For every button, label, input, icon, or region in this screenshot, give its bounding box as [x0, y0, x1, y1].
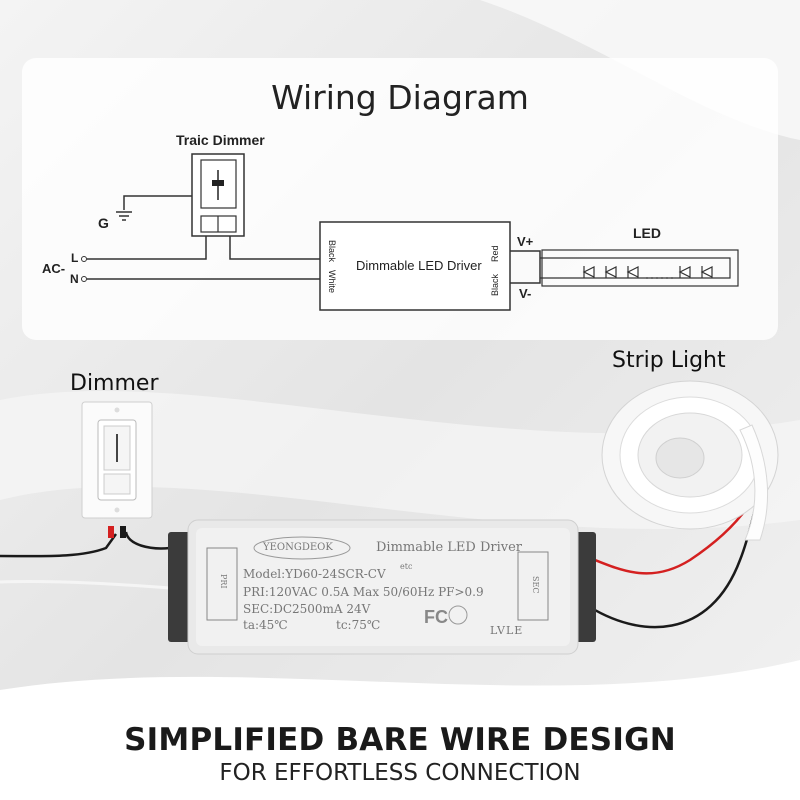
driver-label: Dimmable LED Driver [356, 258, 482, 273]
driver-tc: tc:75℃ [336, 618, 381, 632]
driver-name: Dimmable LED Driver [376, 540, 523, 555]
subheadline: FOR EFFORTLESS CONNECTION [219, 760, 581, 786]
neutral-label: N [70, 272, 79, 286]
headline: SIMPLIFIED BARE WIRE DESIGN [124, 722, 676, 758]
driver-brand: YEONGDEOK [263, 542, 333, 553]
strip-light-reel [601, 380, 779, 541]
led-diodes [582, 266, 713, 278]
page-title: Wiring Diagram [271, 78, 529, 117]
driver-etc: etc [400, 562, 413, 571]
dimmer-photo-label: Dimmer [70, 371, 159, 396]
output-red-wire [584, 499, 754, 575]
driver-pri-tag: PRI [219, 574, 228, 589]
fc-logo: FC [424, 607, 448, 627]
driver-ta: ta:45℃ [243, 618, 288, 632]
driver-lvle: LVLE [490, 624, 524, 637]
line-label: L [71, 251, 79, 265]
strip-light-label: Strip Light [612, 348, 726, 373]
led-strip-box [541, 249, 739, 287]
driver-pri: PRI:120VAC 0.5A Max 50/60Hz PF>0.9 [243, 585, 484, 599]
driver-sec: SEC:DC2500mA 24V [243, 602, 371, 616]
ground-icon [116, 211, 132, 221]
led-driver-unit [168, 519, 596, 655]
ground-label: G [98, 215, 109, 231]
ac-label: AC- [42, 261, 66, 276]
driver-model: Model:YD60-24SCR-CV [243, 567, 386, 581]
led-label: LED [633, 225, 661, 241]
driver-box [319, 221, 511, 311]
traic-dimmer-label: Traic Dimmer [176, 132, 265, 148]
driver-sec-tag: SEC [531, 576, 540, 594]
vplus-label: V+ [517, 234, 534, 249]
vminus-label: V- [519, 286, 532, 301]
input-black-wire [0, 533, 118, 558]
wall-dimmer [81, 401, 153, 538]
